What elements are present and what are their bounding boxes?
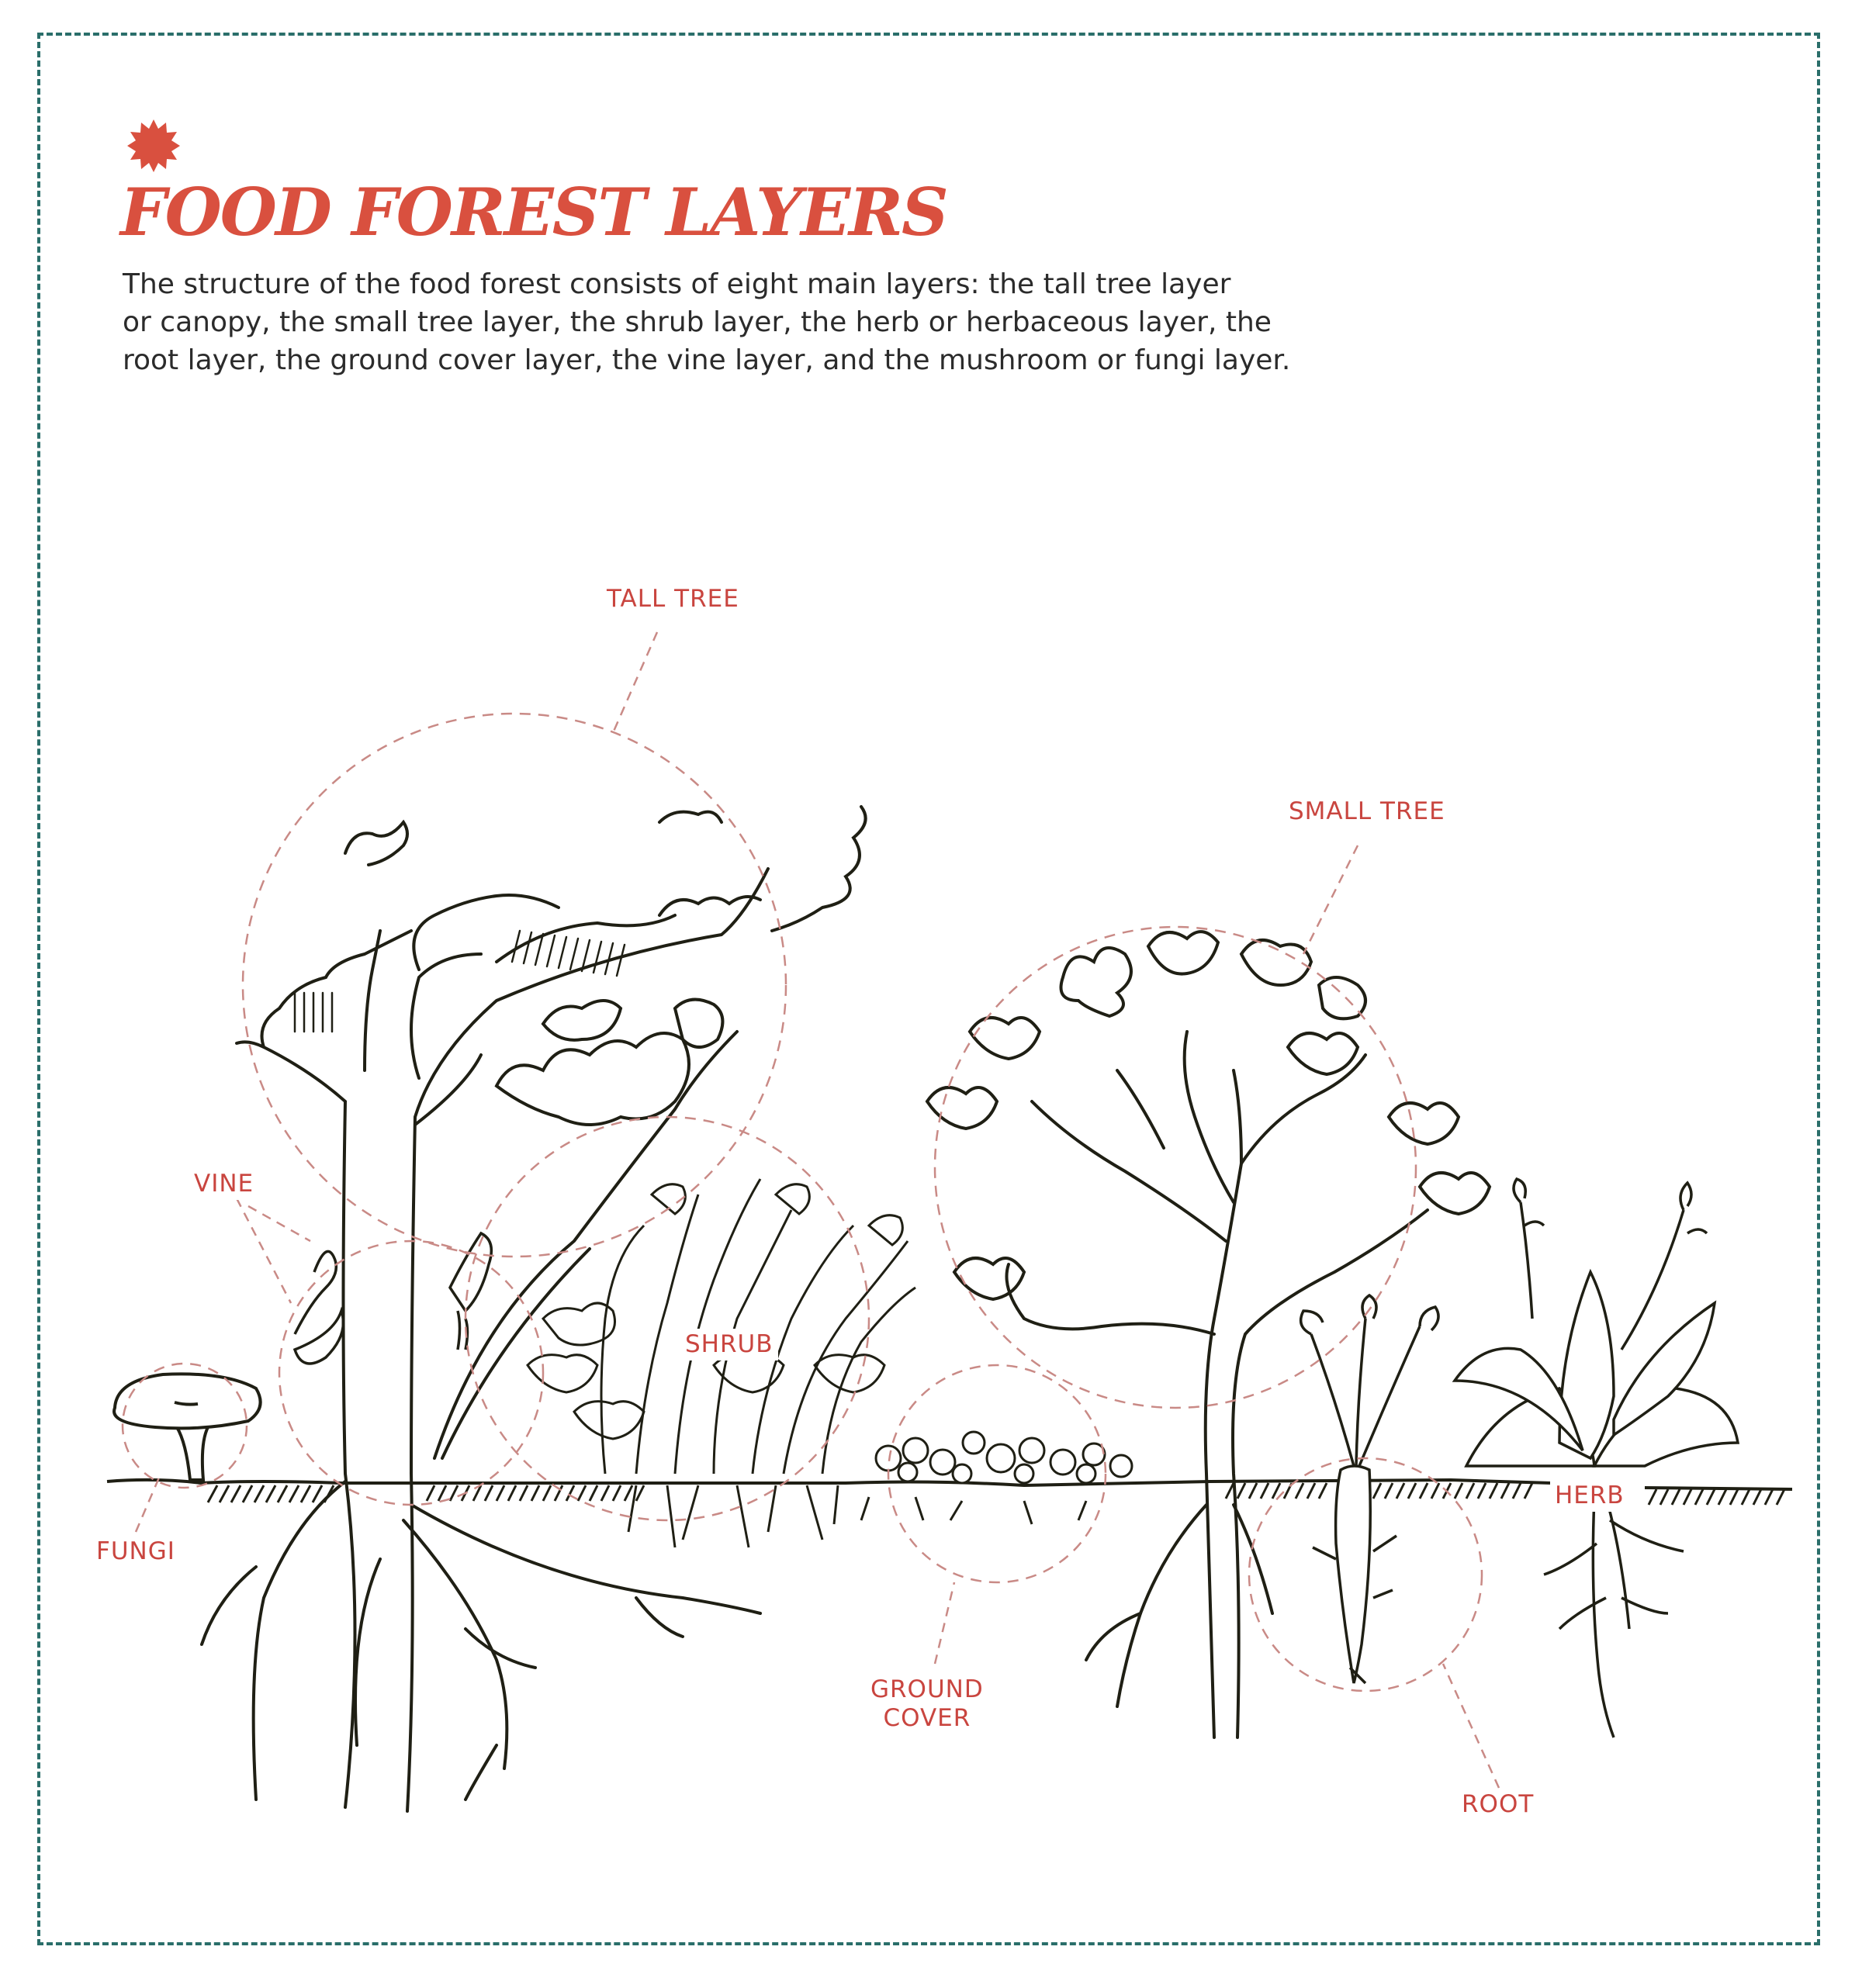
intro-line: root layer, the ground cover layer, the … [123,344,1291,376]
label-root: ROOT [1457,1789,1539,1821]
small-tree-drawing [925,930,1492,1739]
vine-circle [278,1239,545,1506]
label-ground-cover: GROUND COVER [866,1674,988,1735]
shrub-drawing [526,1178,916,1548]
label-herb: HERB [1550,1480,1629,1513]
small-tree-circle [933,925,1417,1409]
herb-drawing [1452,1177,1740,1738]
label-ground-cover-line2: COVER [883,1704,971,1733]
root-circle [1248,1457,1483,1692]
layer-highlight-circles [121,712,1483,1692]
shrub-circle [464,1115,870,1522]
label-vine: VINE [189,1168,259,1201]
label-fungi: FUNGI [92,1536,180,1568]
ground-line [106,1478,1793,1491]
label-leader-lines [134,631,1500,1789]
label-ground-cover-line1: GROUND [870,1675,984,1703]
mushroom-drawing [112,1372,262,1481]
intro-line: or canopy, the small tree layer, the shr… [123,306,1272,338]
page-title: FOOD FOREST LAYERS [120,174,949,251]
tall-tree-circle [241,712,787,1258]
tall-tree-drawing [200,805,867,1813]
intro-paragraph: The structure of the food forest consist… [123,265,1395,379]
fungi-circle [121,1362,248,1489]
star-burst-icon [127,119,180,172]
dashed-border-frame [37,33,1820,1945]
vine-drawing [292,1231,493,1365]
carrot-root-drawing [1299,1293,1440,1685]
intro-line: The structure of the food forest consist… [123,268,1231,300]
label-shrub: SHRUB [680,1329,778,1361]
ground-cover-drawing [860,1430,1133,1525]
label-small-tree: SMALL TREE [1284,796,1450,828]
label-tall-tree: TALL TREE [602,583,744,616]
soil-hatching [206,1482,1786,1506]
ground-cover-circle [887,1364,1107,1584]
